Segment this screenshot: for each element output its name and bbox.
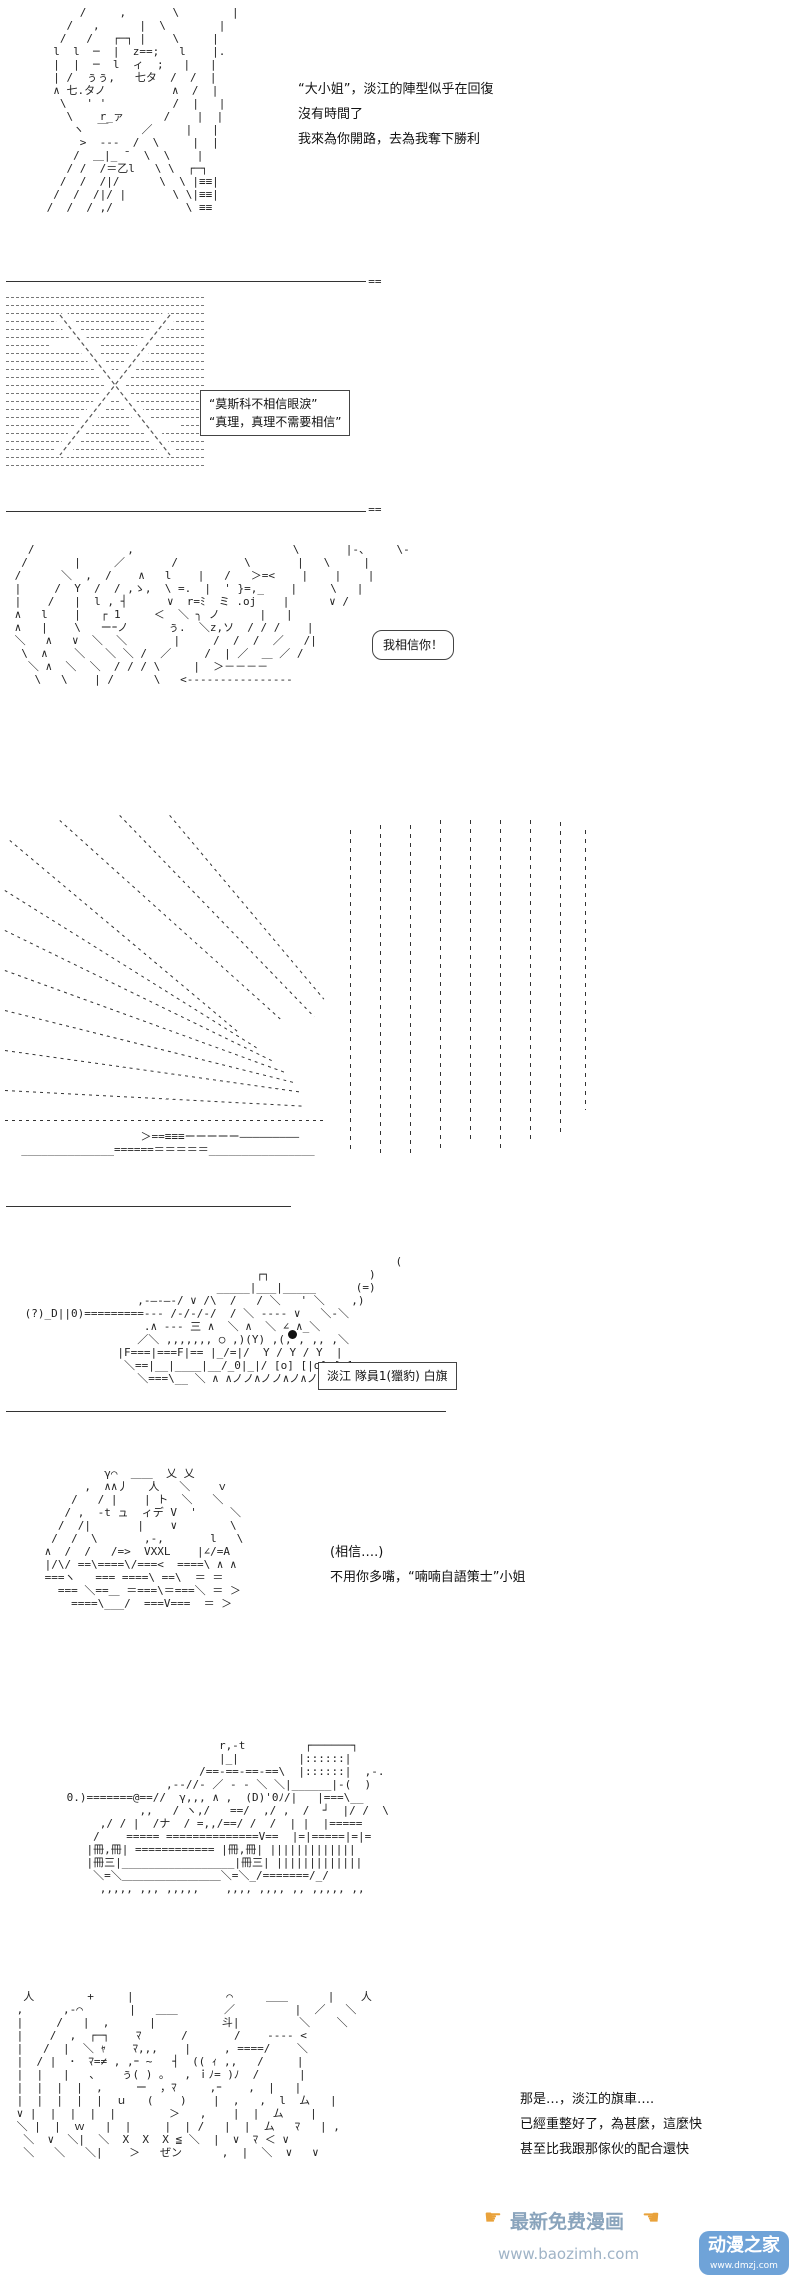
panel-2: == “莫斯科不相信眼淚” “真理，真理不需要相信” == xyxy=(0,275,800,530)
divider-marks: == xyxy=(355,275,382,288)
watermark-title: 最新免费漫画 xyxy=(510,2211,625,2233)
pointing-hand-icon: ☚ xyxy=(642,2205,660,2229)
crossed-emblem xyxy=(50,310,180,460)
ground-line xyxy=(6,1411,446,1412)
tank-art: r,-t ┌──────┐ |_| |::::::| /==-==-==-==\… xyxy=(66,1739,389,1895)
panel-8: 人 + | ⌒ ＿＿ | 人 , ,-⌒ | ＿＿ ／ | ／ ＼ | / | … xyxy=(0,1980,800,2291)
site-logo: 动漫之家 www.dmzj.com xyxy=(699,2231,789,2275)
tank-label: 淡江 隊員1(獵豹) 白旗 xyxy=(318,1362,457,1390)
pointing-hand-icon: ☛ xyxy=(484,2205,502,2229)
face-closeup-art: / , \ |-、 \- / | ／ / \ | \ | / ＼ , / ∧ l… xyxy=(14,543,410,686)
dialogue-line: 那是…，淡江的旗車…. xyxy=(520,2092,655,2107)
panel-3: / , \ |-、 \- / | ／ / \ | \ | / ＼ , / ∧ l… xyxy=(0,535,800,790)
dialogue-line: “大小姐”，淡江的陣型似乎在回復 xyxy=(298,82,494,97)
divider-marks: == xyxy=(355,503,382,516)
character-art: / , \ | / , | \ | / / ┌─┐ | \ | l l ─ | … xyxy=(46,6,239,214)
tank-hatch-dot xyxy=(288,1330,297,1339)
panel-4: ＞==≡≡≡ーーーーー――――――――― ______________=====… xyxy=(0,810,800,1210)
panel-7: r,-t ┌──────┐ |_| |::::::| /==-==-==-==\… xyxy=(0,1705,800,1965)
quote-line: “莫斯科不相信眼淚” xyxy=(209,397,318,411)
dialogue-line: 我來為你開路，去為我奪下勝利 xyxy=(298,132,481,147)
watermark-url: www.baozimh.com xyxy=(498,2245,640,2263)
character-art: γ⌒ ＿＿ 乂 乂 , ∧∧丿 人 ＼ ｖ / / | | ト ＼ ＼ / , … xyxy=(44,1467,244,1610)
divider xyxy=(6,281,366,282)
character-art: 人 + | ⌒ ＿＿ | 人 , ,-⌒ | ＿＿ ／ | ／ ＼ | / | … xyxy=(16,1990,372,2159)
dialogue-line: 沒有時間了 xyxy=(298,107,364,122)
panel-1: / , \ | / , | \ | / / ┌─┐ | \ | l l ─ | … xyxy=(0,0,800,280)
divider xyxy=(6,1206,291,1207)
panel-5: ( ┌┐ ) _____|___|_____ (=) ,-―-―-/ ∨ /\ … xyxy=(0,1225,800,1465)
site-logo-text: 动漫之家 xyxy=(708,2235,780,2256)
site-logo-url: www.dmzj.com xyxy=(710,2261,778,2271)
dialogue-line: 已經重整好了，為甚麼，這麼快 xyxy=(520,2117,703,2132)
divider xyxy=(6,511,366,512)
quote-box: “莫斯科不相信眼淚” “真理，真理不需要相信” xyxy=(200,390,351,436)
watermark: ☛ 最新免费漫画 ☚ www.baozimh.com 动漫之家 www.dmzj… xyxy=(480,2205,795,2285)
panel-6: γ⌒ ＿＿ 乂 乂 , ∧∧丿 人 ＼ ｖ / / | | ト ＼ ＼ / , … xyxy=(0,1465,800,1705)
speed-lines-base: ＞==≡≡≡ーーーーー――――――――― ______________=====… xyxy=(21,1130,315,1156)
dialogue-line: 不用你多嘴，“喃喃自語策士”小姐 xyxy=(330,1570,526,1585)
dialogue-line: (相信….) xyxy=(330,1545,384,1560)
quote-line: “真理，真理不需要相信” xyxy=(209,415,342,429)
speech-bubble: 我相信你！ xyxy=(372,630,455,660)
dialogue-line: 甚至比我跟那傢伙的配合還快 xyxy=(520,2142,690,2157)
